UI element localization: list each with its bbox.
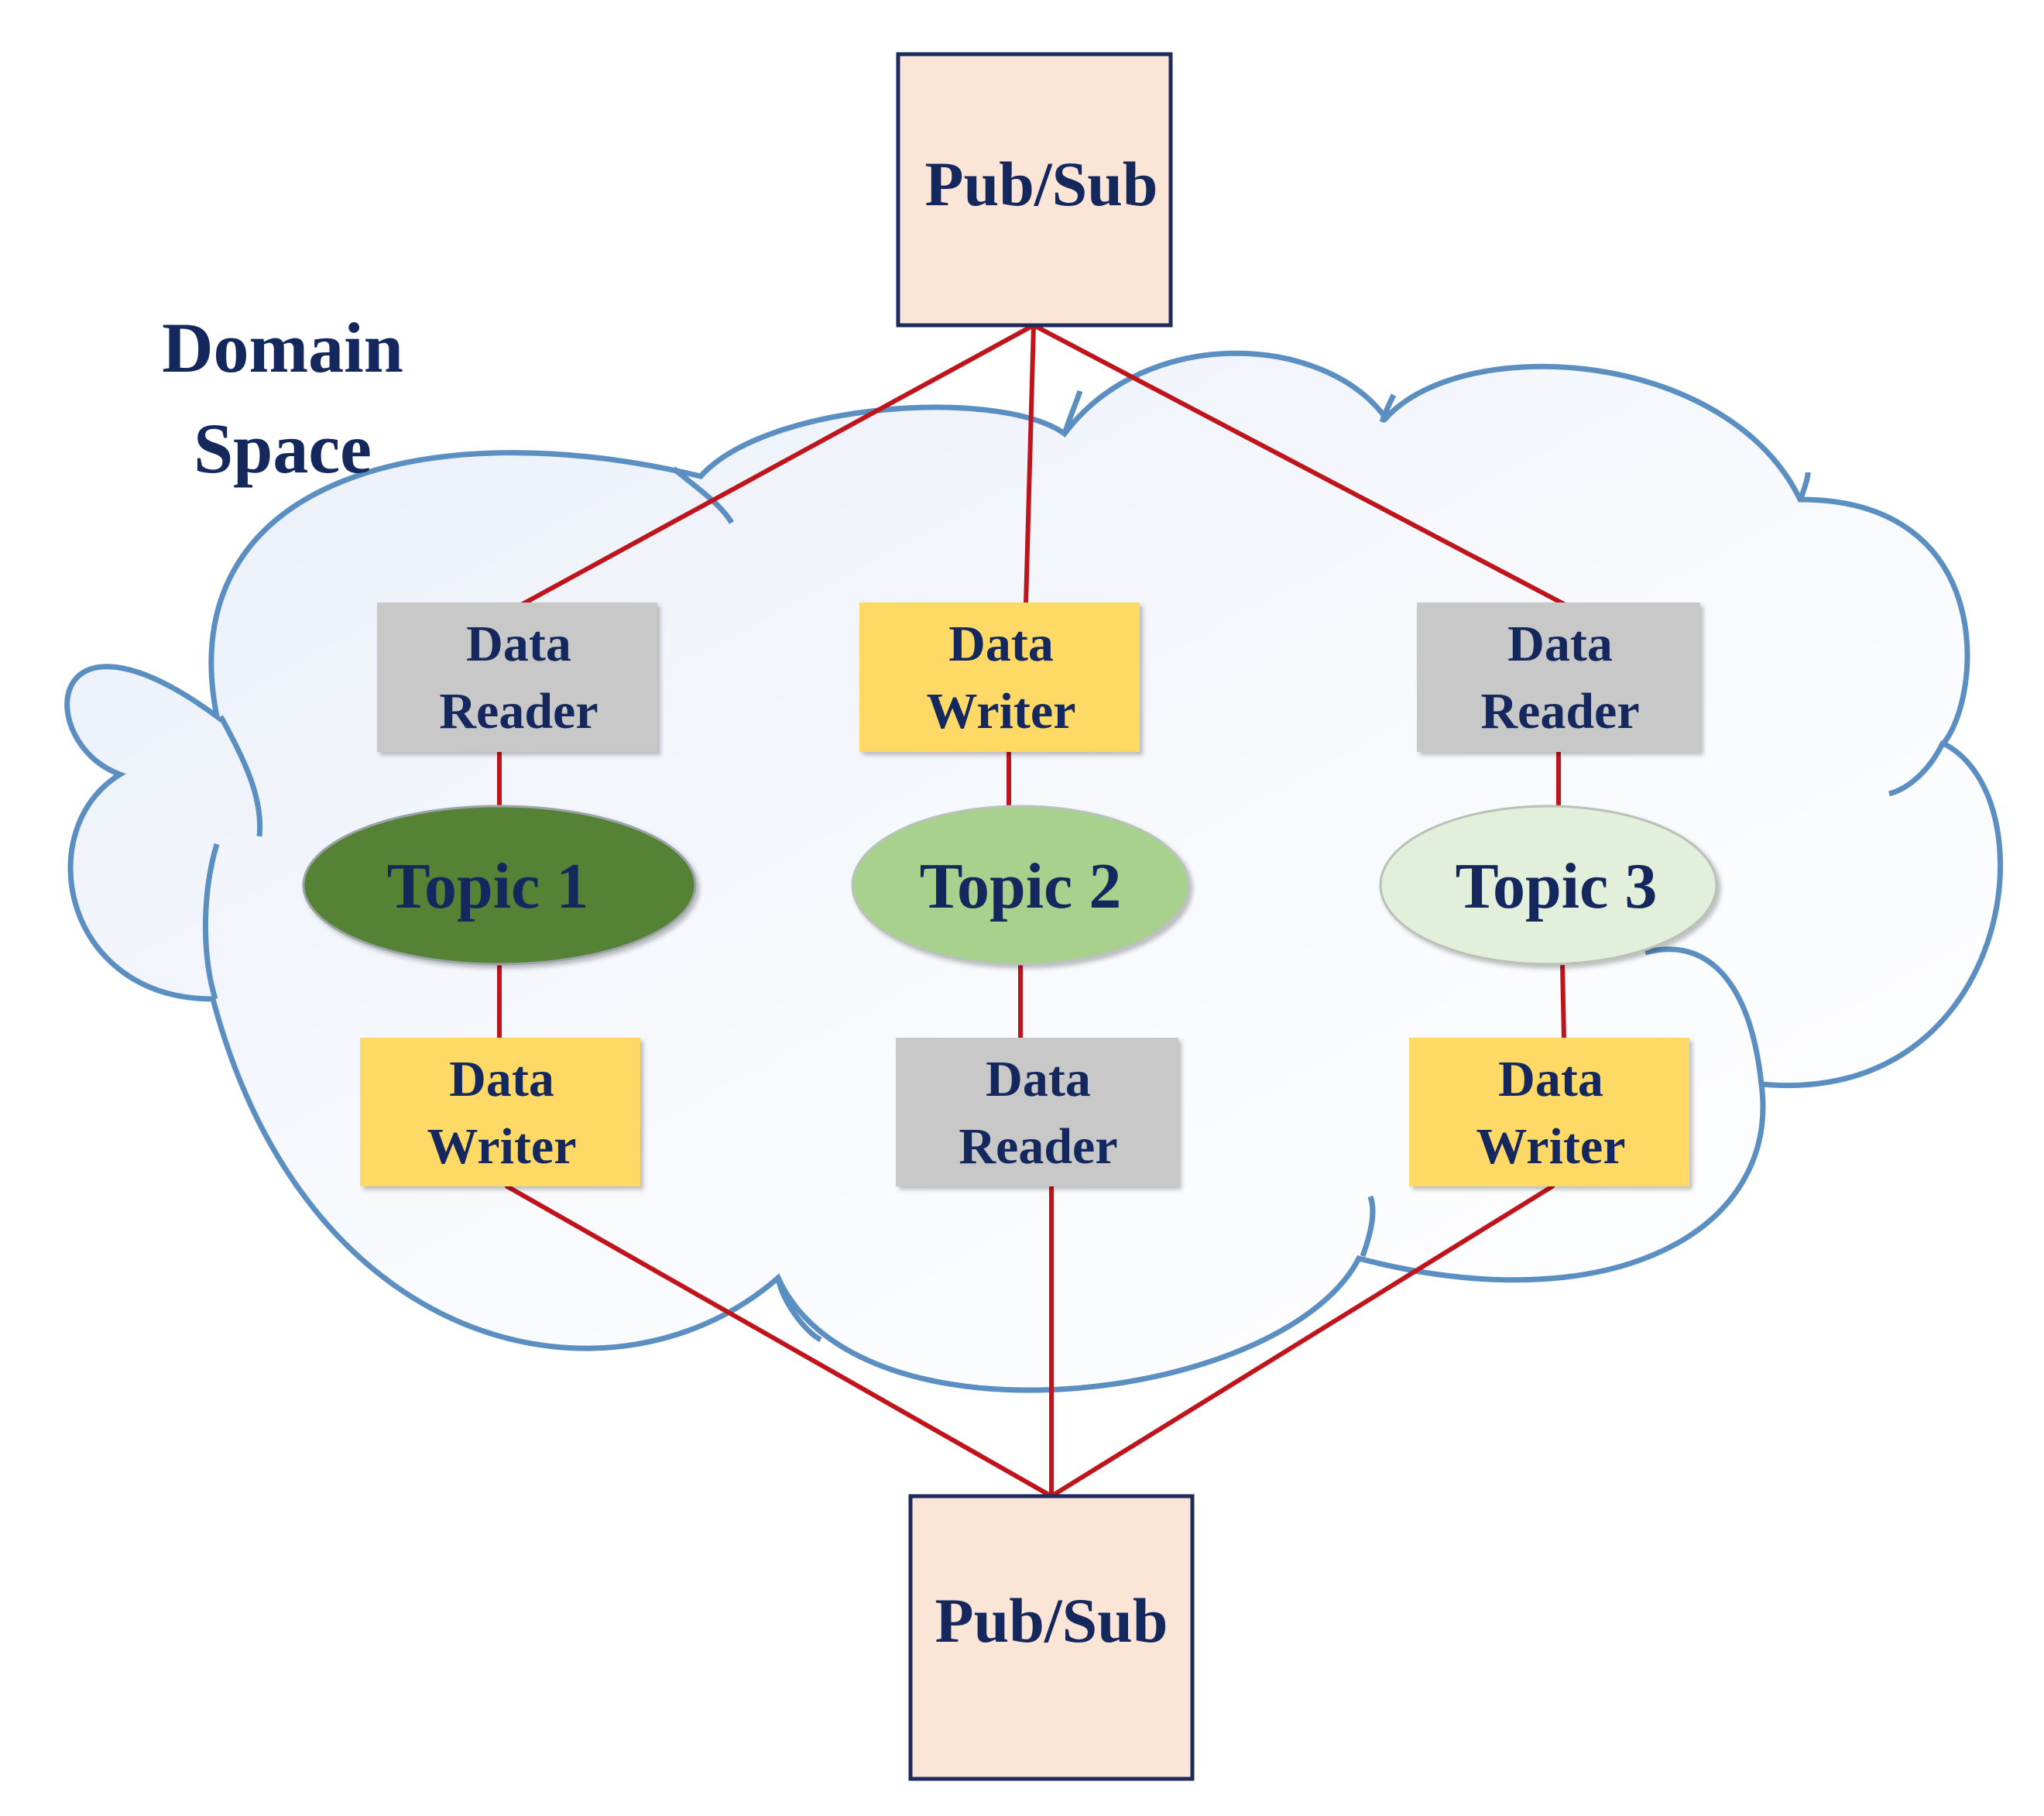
data-writer-label-line2: Writer: [1476, 1118, 1625, 1175]
data-reader-box: [1417, 602, 1700, 752]
topic-2-label: Topic 2: [920, 850, 1122, 922]
domain-space-label-line1: Domain: [162, 308, 403, 387]
cloud-inner-arc: [1061, 390, 1083, 435]
data-reader-node: Data Reader: [1417, 602, 1700, 752]
topic-1-ellipse: [302, 805, 697, 966]
cloud-inner-arc: [218, 715, 263, 837]
connector-writer-3-to-pubsub-bottom: [1049, 1184, 1555, 1498]
connector-topic-3-to-writer-3: [1560, 962, 1566, 1042]
connector-pubsub-top-to-writer-2: [1024, 323, 1036, 606]
data-writer-node: Data Writer: [360, 1038, 640, 1186]
data-writer-label-line1: Data: [1498, 1051, 1603, 1107]
cloud-inner-arc: [1888, 740, 1946, 797]
cloud-inner-arc: [1797, 472, 1811, 503]
topic-1-label: Topic 1: [387, 850, 589, 922]
data-reader-node: Data Reader: [896, 1038, 1178, 1186]
pubsub-bottom-label: Pub/Sub: [935, 1585, 1168, 1656]
pubsub-top-node: Pub/Sub: [896, 52, 1173, 328]
connector-pubsub-top-to-reader-1: [520, 323, 1036, 606]
topic-2-node: Topic 2: [851, 805, 1190, 966]
data-writer-box: [360, 1038, 640, 1186]
connector-pubsub-top-to-reader-3: [1031, 323, 1566, 606]
topic-1-node: Topic 1: [302, 805, 697, 966]
cloud-inner-arc: [1644, 946, 1764, 1085]
data-writer-node: Data Writer: [1409, 1038, 1689, 1186]
data-reader-label-line1: Data: [466, 616, 571, 672]
topic-2-ellipse: [851, 805, 1190, 966]
data-reader-label-line2: Reader: [439, 683, 598, 740]
data-writer-box: [1409, 1038, 1689, 1186]
connectors: [497, 323, 1566, 1498]
topic-3-node: Topic 3: [1379, 805, 1718, 966]
top-row: Data Reader Data Writer Data Reader: [377, 602, 1700, 752]
pubsub-top-box: [896, 52, 1173, 328]
connector-writer-1-to-pubsub-bottom: [505, 1184, 1054, 1498]
data-writer-label-line2: Writer: [427, 1118, 576, 1175]
cloud-inner-arc: [1379, 393, 1397, 424]
data-reader-box: [377, 602, 657, 752]
cloud-inner-arc: [1360, 1195, 1376, 1258]
topic-3-ellipse: [1379, 805, 1718, 966]
pubsub-top-label: Pub/Sub: [925, 149, 1158, 219]
data-reader-node: Data Reader: [377, 602, 657, 752]
topics: Topic 1 Topic 2 Topic 3: [302, 805, 1718, 966]
data-reader-label-line2: Reader: [1480, 683, 1639, 740]
topic-3-label: Topic 3: [1456, 850, 1658, 922]
bottom-row: Data Writer Data Reader Data Writer: [360, 1038, 1689, 1186]
data-writer-label-line2: Writer: [926, 683, 1075, 740]
cloud-inner-arc: [775, 1277, 822, 1343]
data-reader-label-line1: Data: [986, 1051, 1091, 1107]
data-writer-node: Data Writer: [859, 602, 1140, 752]
pubsub-bottom-box: [908, 1494, 1195, 1781]
cloud-inner-arc: [671, 466, 735, 524]
data-writer-label-line1: Data: [449, 1051, 554, 1107]
data-writer-label-line1: Data: [948, 616, 1054, 672]
domain-space-label-line2: Space: [194, 409, 372, 488]
data-writer-box: [859, 602, 1140, 752]
data-reader-label-line1: Data: [1507, 616, 1613, 672]
pubsub-bottom-node: Pub/Sub: [908, 1494, 1195, 1781]
data-reader-box: [896, 1038, 1178, 1186]
cloud-inner-arc: [202, 843, 220, 1001]
data-reader-label-line2: Reader: [959, 1118, 1117, 1175]
